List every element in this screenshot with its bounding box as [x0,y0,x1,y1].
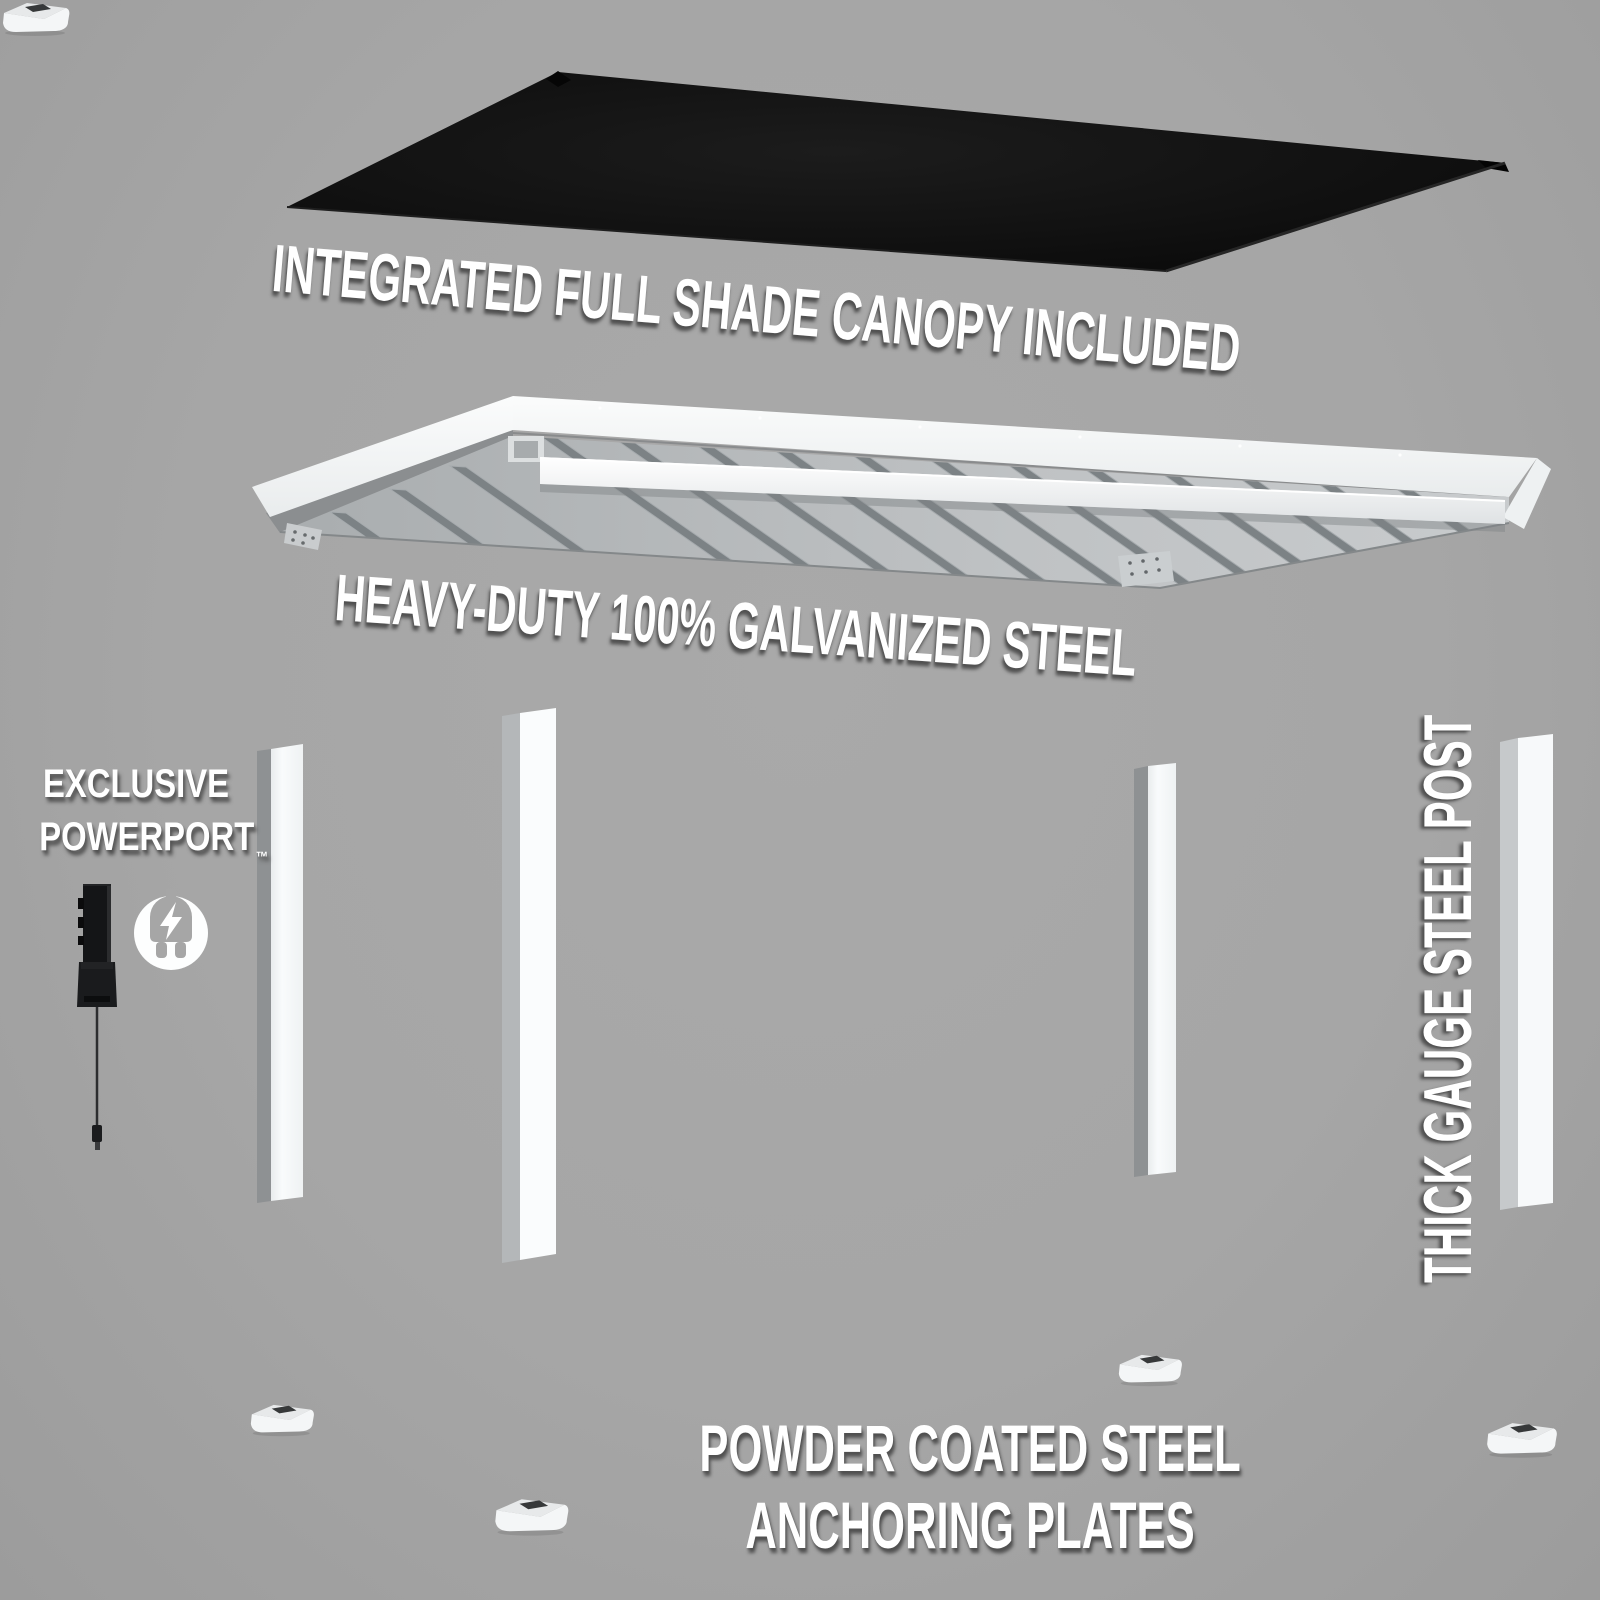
post-back-right [1134,763,1176,1177]
frame-corner-plate-left [284,523,322,550]
frame-screw-glints [598,406,1402,457]
label-steel-post: THICK GAUGE STEEL POST [1410,714,1486,1283]
frame-left-rail [252,396,513,517]
anchor-plate [3,3,70,36]
canopy-panel [286,71,1509,273]
trademark-symbol: ™ [255,849,269,866]
frame-back-rail [513,396,1537,497]
beam-shadow [540,484,1505,532]
plug-prong-right [175,942,186,958]
frame-right-end-cap [1503,458,1551,529]
powerport-plug-connector [92,1125,102,1142]
label-anchoring-plates: POWDER COATED STEEL ANCHORING PLATES [699,1410,1240,1564]
canopy-corner-flap [546,71,571,87]
anchor-plate-front-right [1487,1423,1557,1458]
post-back-left [257,744,303,1203]
frame-bottom-edge [279,522,1510,590]
anchor-plate-back-left [250,1404,314,1437]
post-front-left [502,708,556,1263]
label-plates-line1: POWDER COATED STEEL [699,1411,1241,1485]
plug-prong-left [156,942,167,958]
post-front-right [1500,734,1553,1210]
canopy-fabric [287,72,1505,271]
label-plates-line2: ANCHORING PLATES [745,1488,1195,1562]
frame-front-beam [540,457,1505,524]
label-powerport-line1: EXCLUSIVE [43,762,229,806]
frame-left-rail-edge [266,428,513,533]
frame-corner-plate-right [1118,551,1174,587]
power-plug-lightning-icon [134,889,208,970]
frame-beam-pocket-inner [514,441,538,458]
anchor-plate-back-right [1118,1354,1182,1387]
powerport-device [77,884,117,1150]
canopy-edge [286,206,1167,272]
beam-highlight [539,457,1506,502]
anchor-plate-front-left [495,1499,569,1536]
lightning-bolt [160,902,182,940]
canopy-edge-highlight [1165,161,1506,273]
